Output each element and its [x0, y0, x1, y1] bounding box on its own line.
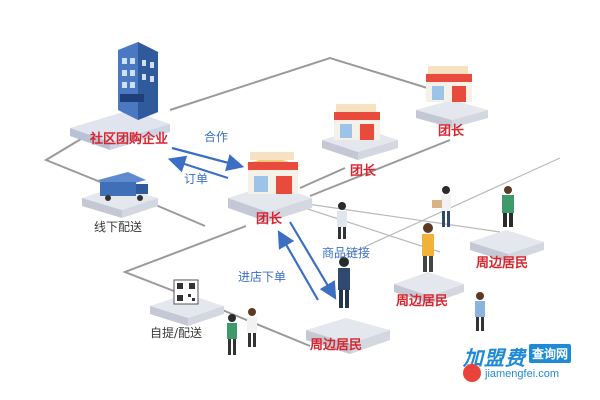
- label-residents-mid: 周边居民: [396, 294, 449, 309]
- label-order: 订单: [184, 172, 209, 186]
- label-offline-delivery: 线下配送: [94, 220, 143, 234]
- enterprise-building-icon: [118, 42, 158, 120]
- person-icon: [475, 292, 485, 331]
- watermark-url: jiamengfei.com: [485, 368, 559, 380]
- person-icon: [337, 202, 347, 239]
- store-right-icon: [426, 66, 472, 102]
- label-cooperation: 合作: [204, 130, 229, 144]
- person-icon: [338, 257, 350, 308]
- person-icon: [227, 314, 237, 355]
- watermark: 加盟费 查询网 jiamengfei.com: [463, 340, 591, 390]
- platform-enterprise: [70, 110, 170, 150]
- person-icon: [422, 223, 434, 272]
- platforms: [70, 100, 544, 354]
- watermark-box: 查询网: [529, 344, 572, 363]
- delivery-truck-icon: [98, 172, 148, 201]
- platform-residents-right: [470, 230, 544, 262]
- qr-code-icon: [173, 279, 199, 305]
- label-leader-right: 团长: [438, 124, 465, 139]
- platform-residents-bottom: [306, 318, 390, 354]
- arrow-store-order: [277, 230, 319, 301]
- line-enterprise-top: [169, 56, 451, 111]
- label-leader-main: 团长: [256, 212, 283, 227]
- arrow-cooperation: [171, 146, 245, 172]
- platform-leader-right: [416, 100, 488, 128]
- line-leader-right: [309, 139, 451, 197]
- person-icon: [247, 308, 257, 347]
- label-leader-center: 团长: [350, 164, 377, 179]
- line-enterprise-offline: [43, 129, 206, 227]
- store-center-icon: [334, 104, 380, 140]
- label-product-link: 商品链接: [322, 246, 371, 260]
- watermark-logo-icon: [463, 364, 481, 382]
- person-icon: [432, 186, 451, 227]
- store-main-icon: [246, 152, 300, 194]
- label-store-order: 进店下单: [238, 270, 287, 284]
- arrow-product-link: [289, 221, 337, 300]
- person-icon: [502, 186, 514, 227]
- arrow-order: [167, 155, 229, 180]
- line-pickup: [122, 225, 311, 347]
- platform-residents-mid: [394, 272, 464, 304]
- label-pickup-delivery: 自提/配送: [150, 326, 203, 340]
- label-enterprise: 社区团购企业: [90, 132, 169, 147]
- line-leader-center: [299, 167, 346, 189]
- platform-pickup: [150, 294, 224, 326]
- label-residents-bottom: 周边居民: [310, 338, 363, 353]
- label-residents-right: 周边居民: [476, 256, 529, 271]
